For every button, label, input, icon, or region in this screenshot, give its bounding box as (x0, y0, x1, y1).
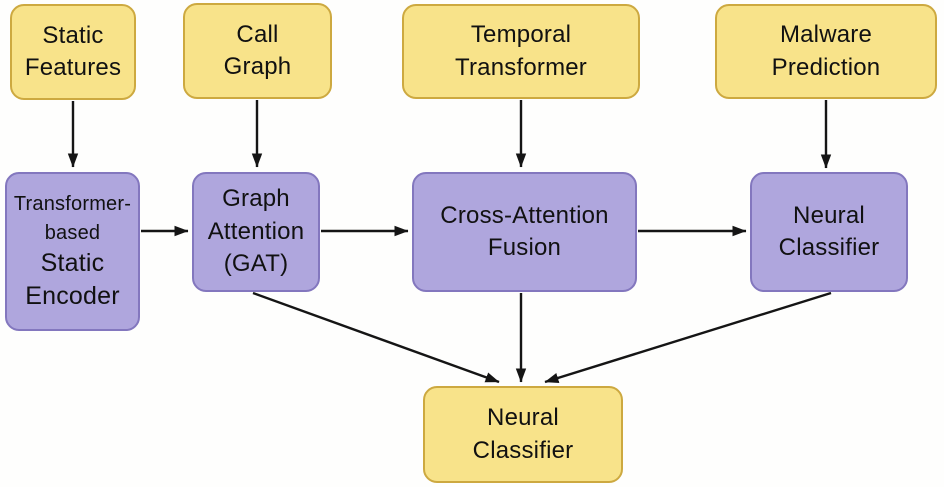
node-malware-prediction: Malware Prediction (715, 4, 937, 99)
label-line: Encoder (25, 281, 120, 310)
node-temporal-transformer-label: Temporal Transformer (455, 19, 587, 84)
node-neural-classifier-out: Neural Classifier (423, 386, 623, 483)
node-neural-classifier-out-label: Neural Classifier (473, 402, 574, 467)
label-line: Prediction (771, 53, 881, 81)
label-line: Graph (223, 53, 292, 80)
label-line: Features (24, 54, 122, 81)
label-line: Fusion (487, 234, 562, 261)
node-static-features-label: Static Features (25, 20, 121, 85)
node-static-encoder-label: Transformer- based Static Encoder (14, 190, 131, 313)
node-graph-attention: Graph Attention (GAT) (192, 172, 320, 292)
label-line: Transformer (455, 53, 587, 81)
label-line: (GAT) (223, 250, 289, 278)
node-graph-attention-label: Graph Attention (GAT) (208, 183, 305, 280)
node-neural-classifier-mid-label: Neural Classifier (779, 200, 880, 265)
label-line: Neural (793, 201, 865, 229)
label-line: Graph (222, 185, 290, 213)
label-line: Transformer- (13, 193, 132, 216)
label-line: Temporal (470, 21, 572, 49)
label-line: Static (40, 248, 105, 277)
node-neural-classifier-mid: Neural Classifier (750, 172, 908, 292)
edge-neural-classifier-mid-to-neural-classifier-out (544, 291, 832, 384)
node-malware-prediction-label: Malware Prediction (772, 19, 881, 84)
label-line: based (44, 221, 101, 244)
node-static-encoder: Transformer- based Static Encoder (5, 172, 140, 331)
label-line: Classifier (778, 234, 880, 261)
label-line: Classifier (472, 436, 574, 464)
label-line: Attention (207, 217, 305, 245)
label-line: Malware (779, 21, 873, 49)
node-cross-attention-fusion: Cross-Attention Fusion (412, 172, 637, 292)
node-static-features: Static Features (10, 4, 136, 100)
node-temporal-transformer: Temporal Transformer (402, 4, 640, 99)
node-cross-attention-fusion-label: Cross-Attention Fusion (440, 200, 608, 265)
label-line: Call (236, 20, 279, 48)
edge-graph-attention-to-neural-classifier-out (252, 291, 500, 384)
label-line: Cross-Attention (440, 201, 609, 229)
node-call-graph: Call Graph (183, 3, 332, 99)
node-call-graph-label: Call Graph (224, 19, 292, 84)
label-line: Static (42, 21, 104, 49)
label-line: Neural (487, 404, 559, 432)
